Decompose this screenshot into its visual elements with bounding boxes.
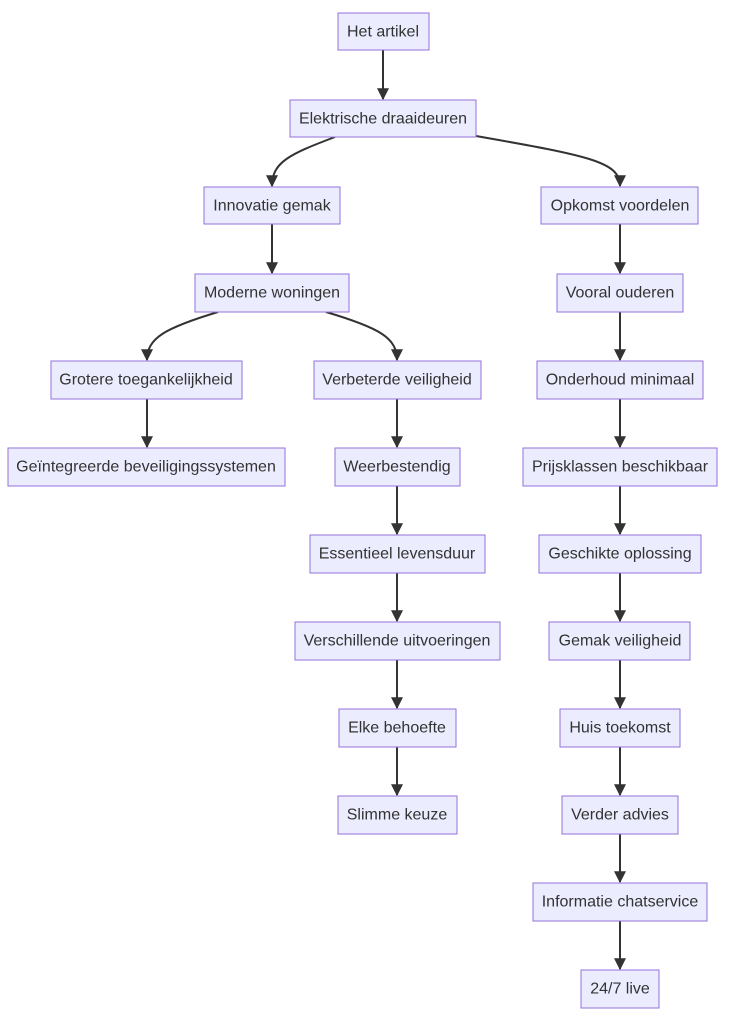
- node-label-opkomst: Opkomst voordelen: [551, 198, 690, 215]
- node-label-toekomst: Huis toekomst: [569, 720, 671, 737]
- node-label-prijsklassen: Prijsklassen beschikbaar: [532, 459, 709, 476]
- node-label-artikel: Het artikel: [347, 24, 419, 41]
- node-toekomst: Huis toekomst: [559, 708, 681, 748]
- node-label-advies: Verder advies: [571, 807, 669, 824]
- node-beveiliging: Geïntegreerde beveiligingssystemen: [7, 447, 286, 487]
- node-label-oplossing: Geschikte oplossing: [548, 546, 691, 563]
- node-label-beveiliging: Geïntegreerde beveiligingssystemen: [16, 459, 276, 476]
- node-label-live: 24/7 live: [590, 981, 650, 998]
- node-onderhoud: Onderhoud minimaal: [536, 360, 704, 400]
- edges: [141, 50, 626, 971]
- node-label-toegankelijkheid: Grotere toegankelijkheid: [59, 372, 232, 389]
- node-uitvoeringen: Verschillende uitvoeringen: [294, 621, 501, 661]
- node-label-chatservice: Informatie chatservice: [542, 894, 699, 911]
- node-label-innovatie: Innovatie gemak: [213, 198, 331, 215]
- node-opkomst: Opkomst voordelen: [540, 186, 699, 225]
- node-toegankelijkheid: Grotere toegankelijkheid: [50, 360, 243, 400]
- node-behoefte: Elke behoefte: [338, 708, 457, 748]
- node-moderne: Moderne woningen: [194, 273, 350, 313]
- node-keuze: Slimme keuze: [337, 795, 458, 835]
- node-oplossing: Geschikte oplossing: [538, 534, 702, 574]
- edge-draaideuren-opkomst: [475, 135, 626, 188]
- node-levensduur: Essentieel levensduur: [309, 534, 486, 574]
- node-label-draaideuren: Elektrische draaideuren: [299, 111, 467, 128]
- node-ouderen: Vooral ouderen: [556, 273, 684, 313]
- node-label-uitvoeringen: Verschillende uitvoeringen: [304, 633, 491, 650]
- node-label-keuze: Slimme keuze: [347, 807, 448, 824]
- node-gemak-veiligheid: Gemak veiligheid: [548, 621, 691, 661]
- node-weerbestendig: Weerbestendig: [334, 447, 461, 487]
- node-veiligheid: Verbeterde veiligheid: [313, 360, 482, 400]
- nodes: Het artikel Elektrische draaideuren Inno…: [7, 12, 718, 1009]
- node-draaideuren: Elektrische draaideuren: [289, 99, 477, 138]
- node-chatservice: Informatie chatservice: [532, 882, 708, 922]
- edge-moderne-toegankelijkheid: [141, 311, 219, 362]
- node-label-moderne: Moderne woningen: [204, 285, 340, 302]
- edge-draaideuren-innovatie: [266, 136, 336, 188]
- node-label-ouderen: Vooral ouderen: [566, 285, 675, 302]
- node-advies: Verder advies: [561, 795, 679, 835]
- node-label-behoefte: Elke behoefte: [348, 720, 446, 737]
- node-live: 24/7 live: [580, 969, 660, 1009]
- node-label-levensduur: Essentieel levensduur: [319, 546, 476, 563]
- node-artikel: Het artikel: [337, 12, 430, 51]
- edge-moderne-veiligheid: [325, 311, 403, 362]
- node-prijsklassen: Prijsklassen beschikbaar: [522, 447, 718, 487]
- node-label-veiligheid: Verbeterde veiligheid: [322, 372, 471, 389]
- node-innovatie: Innovatie gemak: [203, 186, 341, 225]
- node-label-onderhoud: Onderhoud minimaal: [546, 372, 695, 389]
- node-label-gemak-veiligheid: Gemak veiligheid: [559, 633, 682, 650]
- node-label-weerbestendig: Weerbestendig: [343, 459, 450, 476]
